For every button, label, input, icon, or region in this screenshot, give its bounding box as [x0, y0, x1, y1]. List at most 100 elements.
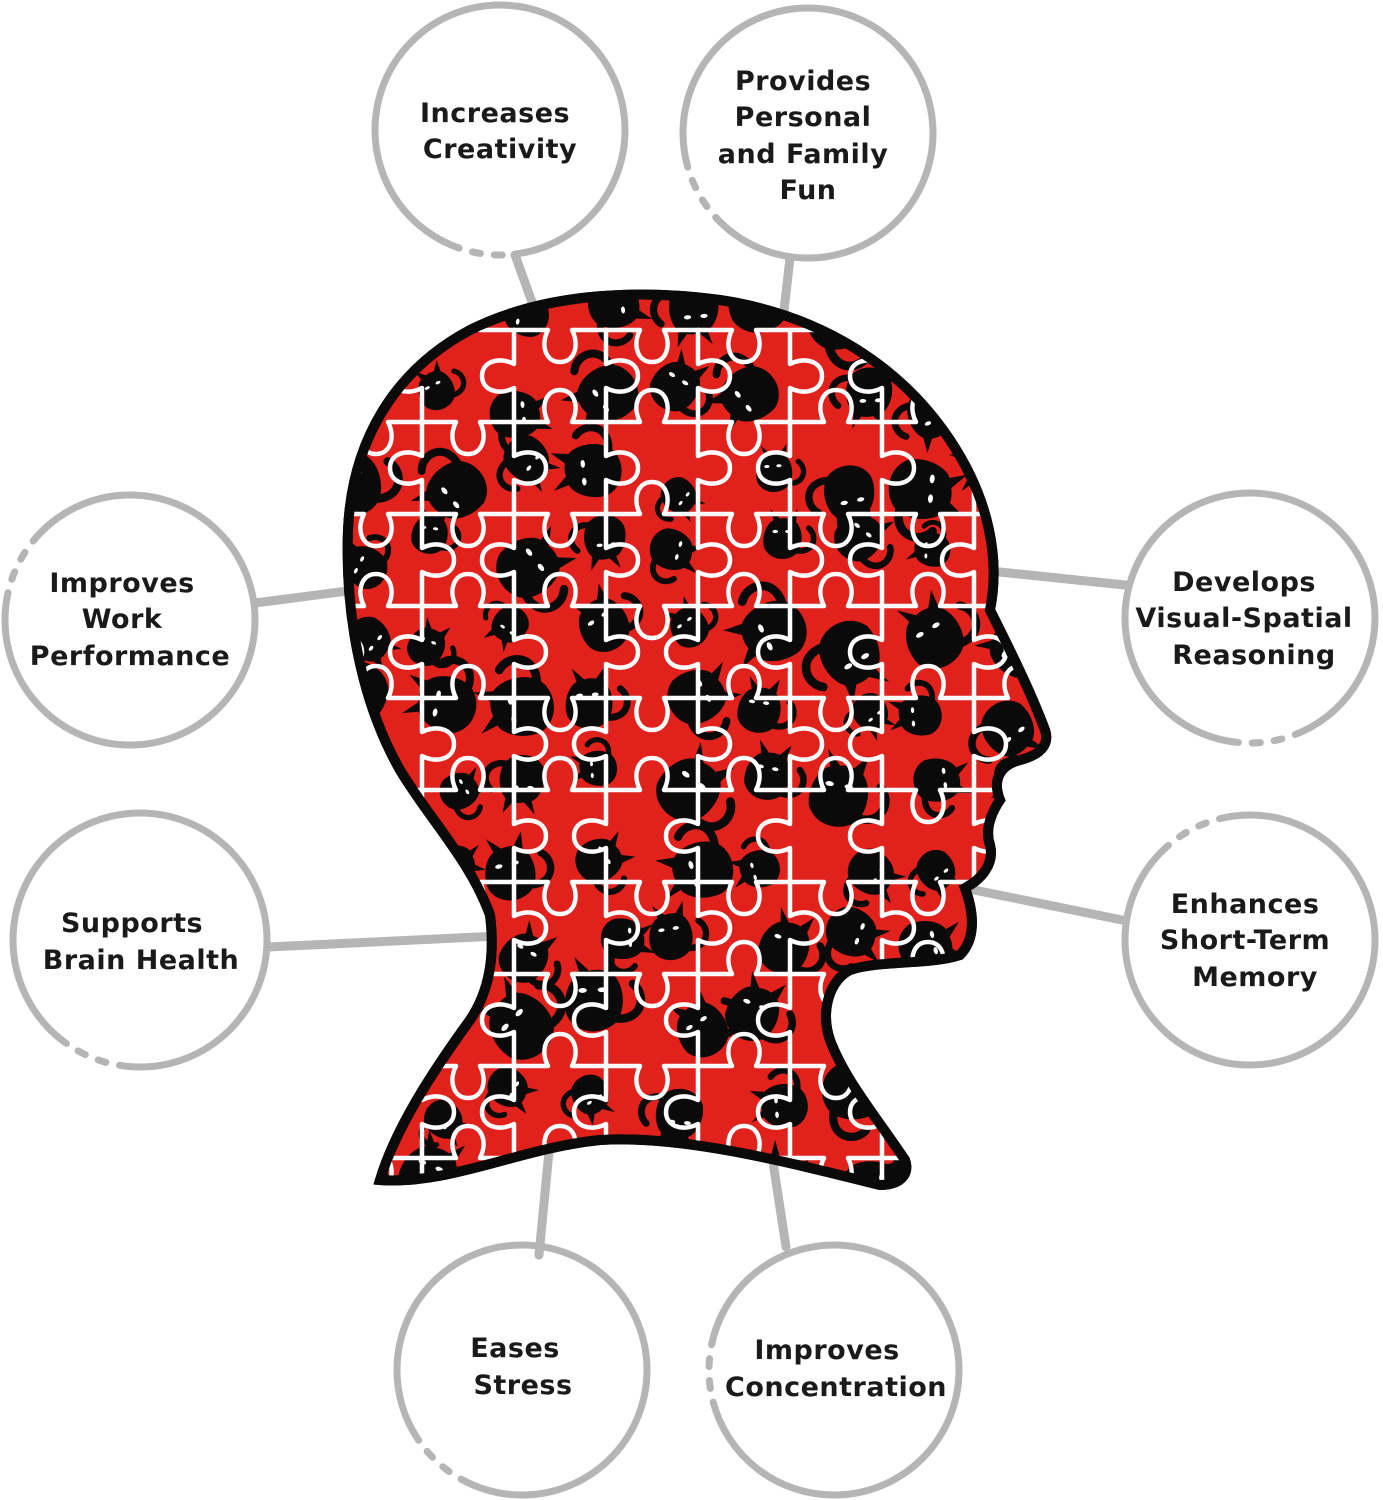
puzzle-edge: [847, 787, 885, 885]
ring-memory: [1121, 811, 1379, 1069]
puzzle-edge: [511, 327, 609, 365]
puzzle-edge: [419, 1123, 517, 1161]
puzzle-edge: [663, 1063, 701, 1161]
puzzle-edge: [971, 1123, 1047, 1161]
puzzle-edge: [603, 695, 701, 733]
puzzle-edge: [347, 1063, 425, 1101]
puzzle-edge: [787, 511, 885, 549]
puzzle-edge: [787, 695, 885, 733]
puzzle-edge: [603, 1063, 701, 1101]
puzzle-edge: [755, 419, 793, 517]
ring-visual: [1121, 489, 1379, 747]
cat-silhouette: [903, 296, 975, 370]
cat-silhouette: [977, 1078, 1040, 1141]
cat-silhouette: [583, 1153, 632, 1185]
puzzle-edge: [847, 511, 885, 609]
puzzle-edge: [695, 511, 733, 609]
puzzle-edge: [787, 879, 885, 917]
puzzle-edge: [787, 571, 885, 609]
puzzle-edge: [387, 419, 425, 517]
label-stress: Eases Stress: [470, 1333, 572, 1401]
puzzle-edge: [419, 755, 517, 793]
cat-silhouette: [993, 1134, 1047, 1185]
puzzle-edge: [755, 787, 793, 885]
puzzle-edge: [663, 971, 701, 1069]
label-concentration: Improves Concentration: [725, 1335, 947, 1403]
benefit-stress: Eases Stress: [393, 1241, 651, 1499]
puzzle-edge: [419, 695, 457, 793]
cat-silhouette: [347, 984, 383, 1046]
puzzle-edge: [787, 387, 885, 425]
cat-silhouette: [723, 581, 807, 669]
puzzle-edge: [571, 695, 609, 793]
puzzle-edge: [511, 387, 609, 425]
puzzle-edge: [419, 511, 517, 549]
puzzle-edge: [695, 879, 793, 917]
cat-silhouette: [347, 304, 390, 356]
puzzle-edge: [879, 879, 917, 977]
puzzle-edge: [663, 603, 701, 701]
puzzle-edge: [511, 879, 609, 917]
puzzle-edge: [479, 511, 517, 609]
cat-silhouette: [351, 844, 415, 907]
label-memory: Enhances Short-Term Memory: [1160, 889, 1340, 993]
puzzle-edge: [479, 327, 517, 425]
puzzle-edge: [695, 571, 793, 609]
puzzle-edge: [511, 755, 609, 793]
puzzle-edge: [939, 971, 977, 1069]
puzzle-edge: [695, 419, 793, 457]
puzzle-edge: [511, 571, 609, 609]
puzzle-edge: [419, 879, 457, 977]
puzzle-edge: [511, 511, 609, 549]
connector-brain: [263, 930, 525, 952]
puzzle-edge: [511, 787, 549, 885]
head-outline: [342, 289, 1052, 1191]
puzzle-edge: [879, 511, 977, 549]
puzzle-edge: [939, 1155, 977, 1185]
puzzle-edge: [347, 879, 365, 977]
puzzle-edge: [787, 879, 825, 977]
puzzle-edge: [603, 479, 701, 517]
puzzle-edge: [971, 295, 1047, 333]
puzzle-edge: [419, 571, 517, 609]
puzzle-edge: [571, 1063, 609, 1161]
puzzle-edge: [603, 603, 641, 701]
cat-silhouette: [657, 1149, 704, 1185]
puzzle-edge: [479, 1063, 517, 1161]
ring-concentration: [705, 1241, 963, 1499]
cat-silhouette: [402, 911, 484, 989]
puzzle-edge: [787, 511, 825, 609]
puzzle-edge: [695, 695, 733, 793]
puzzle-edge: [419, 419, 517, 457]
puzzle-edge: [603, 603, 701, 641]
puzzle-edge: [663, 787, 701, 885]
cat-silhouette: [974, 993, 1028, 1044]
puzzle-edge: [419, 1063, 457, 1161]
cat-silhouette: [347, 1065, 366, 1131]
cat-silhouette: [410, 447, 487, 531]
puzzle-edge: [603, 419, 641, 517]
ring-creativity: [371, 1, 629, 259]
puzzle-edge: [603, 327, 641, 425]
puzzle-edge: [603, 879, 701, 917]
puzzle-edge: [787, 755, 885, 793]
puzzle-edge: [787, 695, 825, 793]
puzzle-edge: [347, 511, 425, 549]
puzzle-edge: [695, 1031, 793, 1069]
puzzle-edge: [603, 971, 701, 1009]
puzzle-edge: [847, 603, 885, 701]
cat-silhouette: [979, 317, 1042, 382]
puzzle-edge: [755, 1063, 793, 1161]
head-profile-puzzle-icon: [298, 289, 1052, 1191]
puzzle-edge: [347, 971, 425, 1009]
puzzle-edge: [695, 511, 793, 549]
puzzle-edge: [419, 1063, 517, 1101]
puzzle-edge: [971, 327, 1009, 425]
puzzle-edge: [419, 663, 517, 701]
benefit-brain: Supports Brain Health: [9, 809, 271, 1071]
label-work: Improves Work Performance: [30, 568, 230, 672]
puzzle-edge: [511, 603, 549, 701]
puzzle-edge: [695, 879, 733, 977]
benefit-concentration: Improves Concentration: [705, 1241, 963, 1499]
puzzle-edge: [298, 330, 330, 422]
